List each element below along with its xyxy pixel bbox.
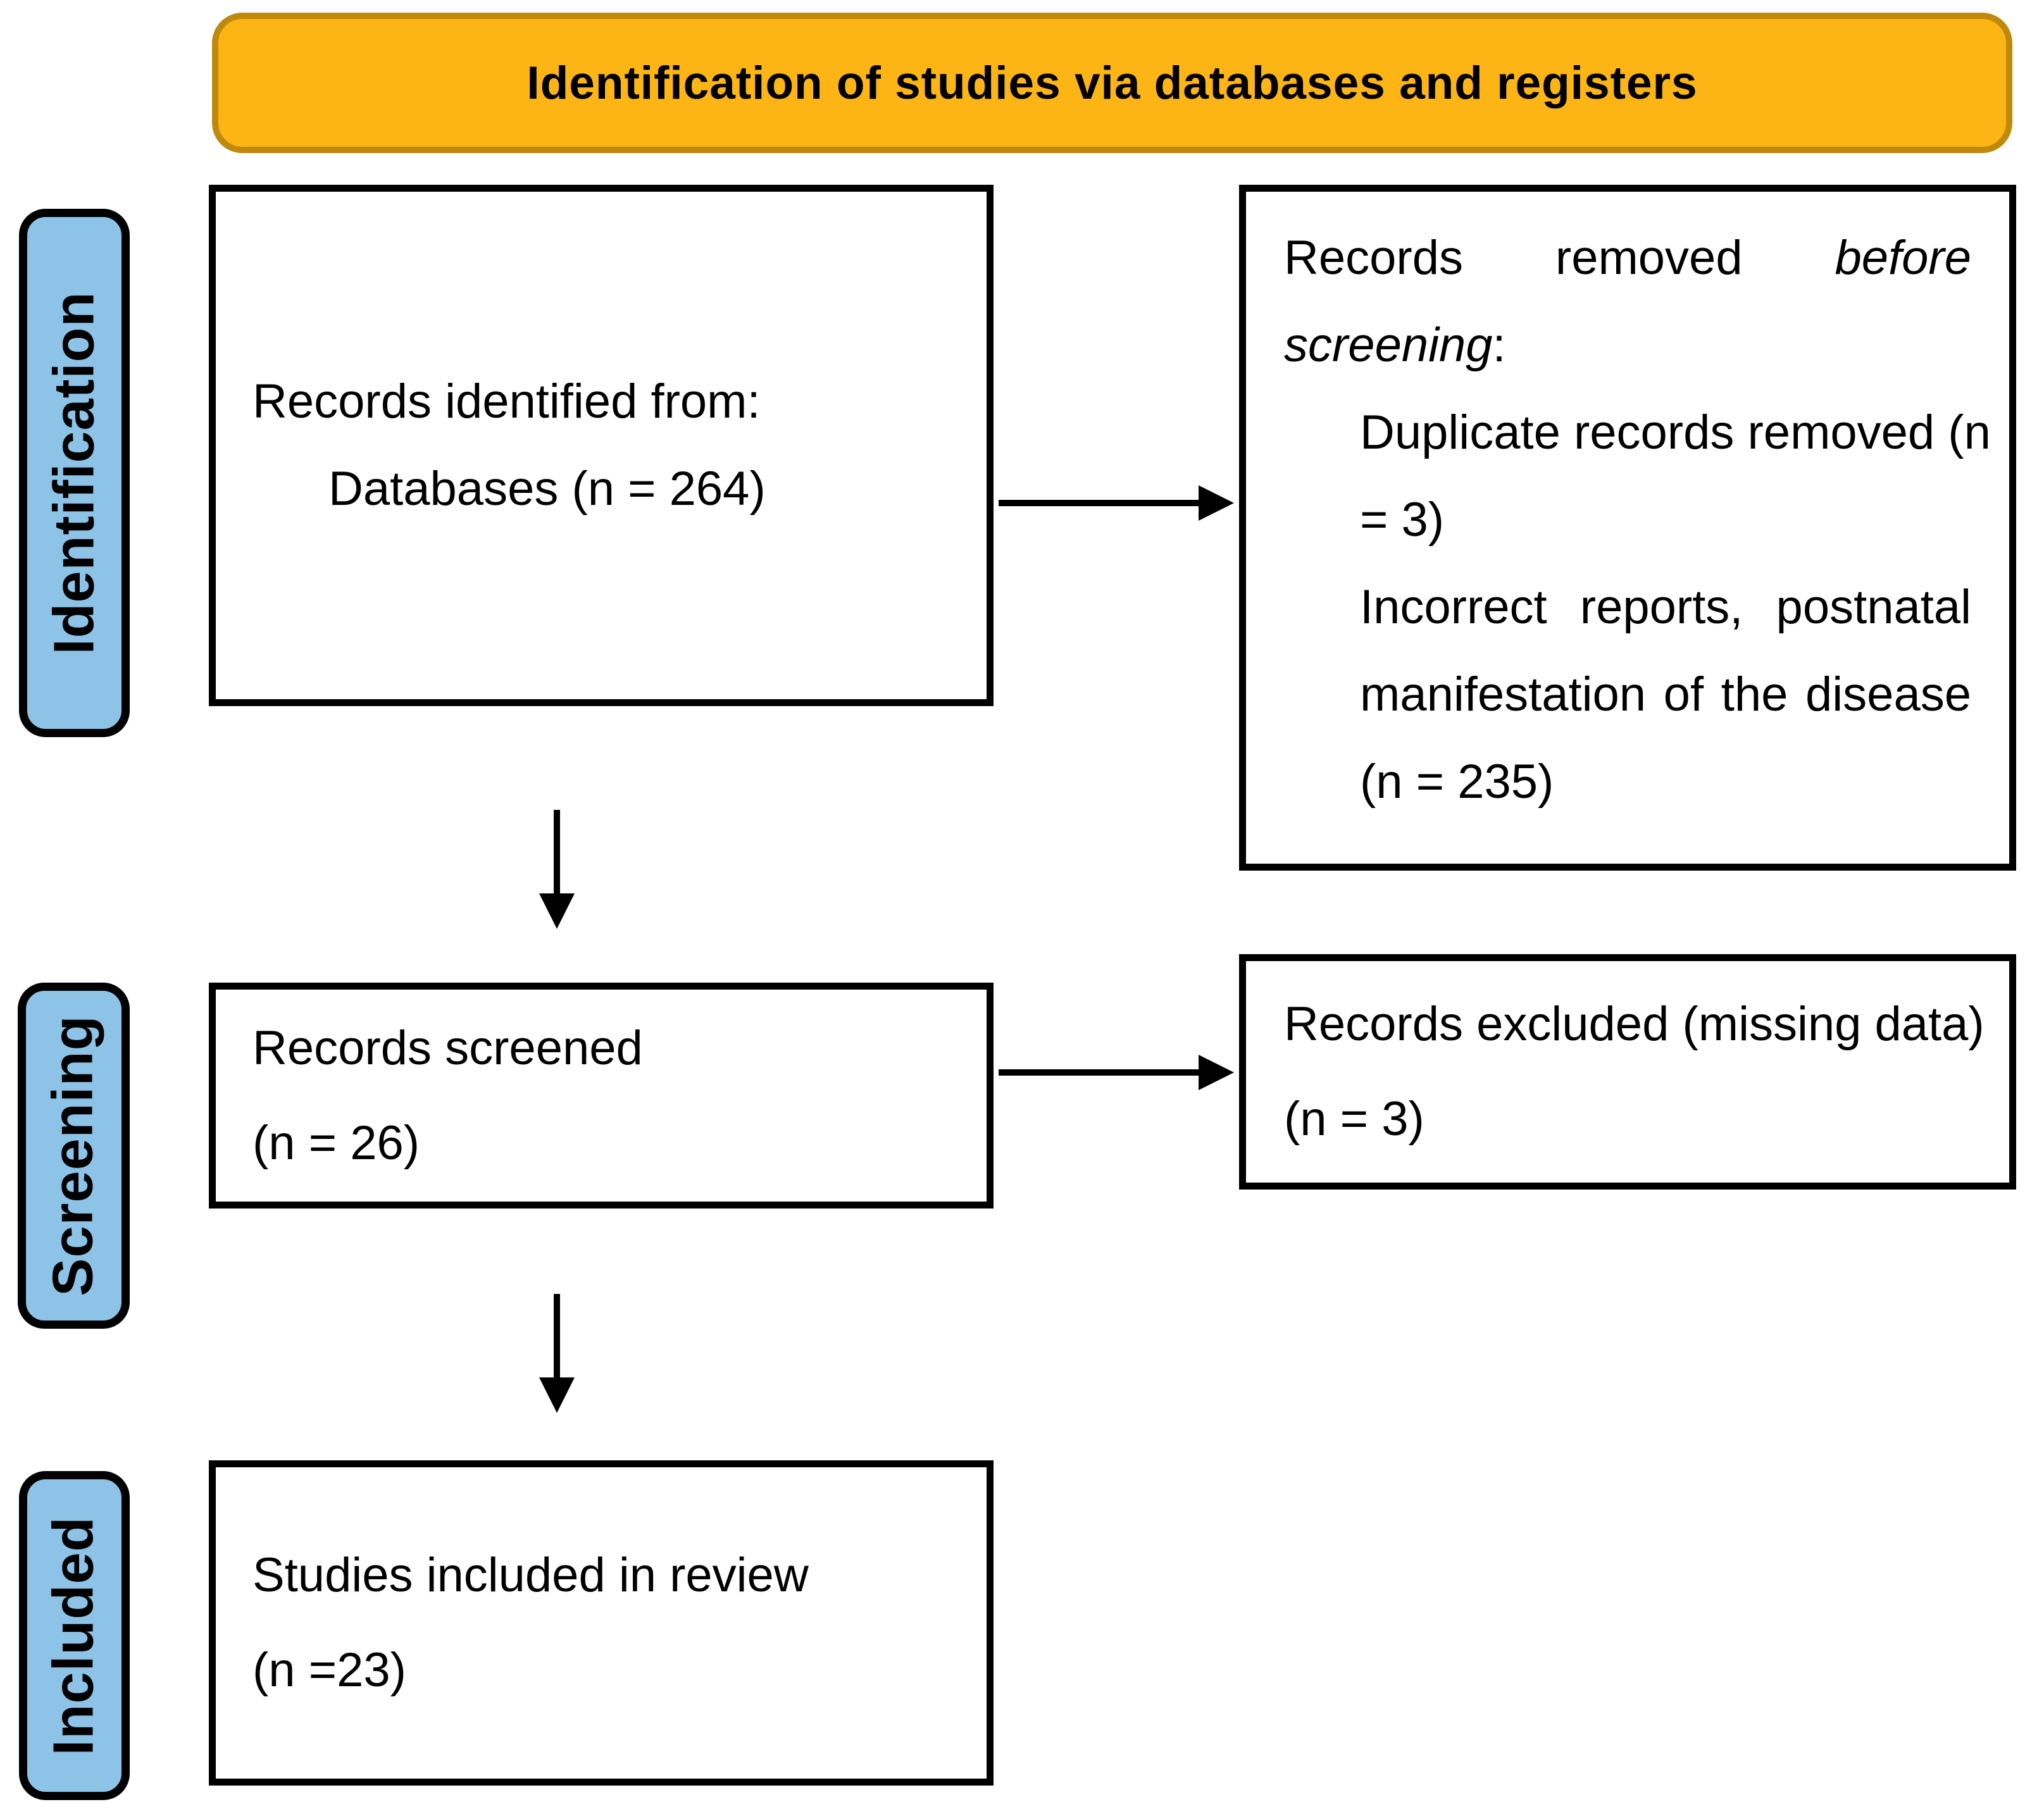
stage-label-identification-text: Identification (42, 291, 106, 655)
records-identified-line2: Databases (n = 264) (328, 462, 766, 516)
records-screened-line1: Records screened (252, 1021, 643, 1075)
records-removed-line2-regular: : (1492, 318, 1506, 372)
arrow-identified-to-screened-shaft (554, 810, 560, 895)
box-records-removed: Records removed before screening: Duplic… (1239, 185, 2016, 871)
records-removed-line3: Duplicate records removed (n (1360, 406, 1991, 459)
banner-title: Identification of studies via databases … (527, 57, 1698, 109)
records-removed-line7: (n = 235) (1360, 755, 1554, 809)
arrow-identified-to-removed-shaft (999, 500, 1200, 506)
box-records-identified: Records identified from: Databases (n = … (209, 185, 994, 706)
arrow-screened-to-included-shaft (554, 1294, 560, 1379)
arrow-screened-to-included-head-icon (539, 1377, 575, 1413)
stage-label-included-text: Included (42, 1515, 106, 1756)
records-removed-line1-regular: Records removed (1284, 231, 1835, 285)
records-excluded-line2: (n = 3) (1284, 1092, 1424, 1146)
studies-included-line2: (n =23) (252, 1643, 406, 1697)
records-removed-line6: manifestation of the disease (1360, 668, 1971, 721)
arrow-identified-to-screened-head-icon (539, 893, 575, 929)
arrow-identified-to-removed-head-icon (1199, 485, 1234, 521)
box-studies-included: Studies included in review (n =23) (209, 1460, 994, 1786)
stage-label-identification: Identification (19, 209, 130, 737)
arrow-screened-to-excluded-shaft (999, 1069, 1200, 1076)
records-identified-line1: Records identified from: (252, 375, 761, 428)
records-removed-line2: screening: (1284, 302, 1971, 389)
studies-included-line1: Studies included in review (252, 1548, 809, 1602)
records-removed-line1-italic: before (1835, 231, 1972, 285)
stage-label-included: Included (19, 1471, 130, 1800)
banner-identification-of-studies: Identification of studies via databases … (212, 13, 2012, 153)
records-excluded-line1: Records excluded (missing data) (1284, 997, 1985, 1051)
arrow-screened-to-excluded-head-icon (1199, 1055, 1234, 1090)
records-removed-line2-italic: screening (1284, 318, 1493, 372)
box-records-excluded: Records excluded (missing data) (n = 3) (1239, 954, 2016, 1190)
box-records-screened: Records screened (n = 26) (209, 983, 994, 1209)
records-removed-line1: Records removed before (1284, 214, 1971, 302)
records-screened-line2: (n = 26) (252, 1115, 420, 1170)
stage-label-screening: Screening (18, 983, 130, 1329)
records-removed-line4: = 3) (1360, 493, 1445, 547)
stage-label-screening-text: Screening (42, 1015, 105, 1296)
records-removed-line5: Incorrect reports, postnatal (1360, 580, 1971, 634)
